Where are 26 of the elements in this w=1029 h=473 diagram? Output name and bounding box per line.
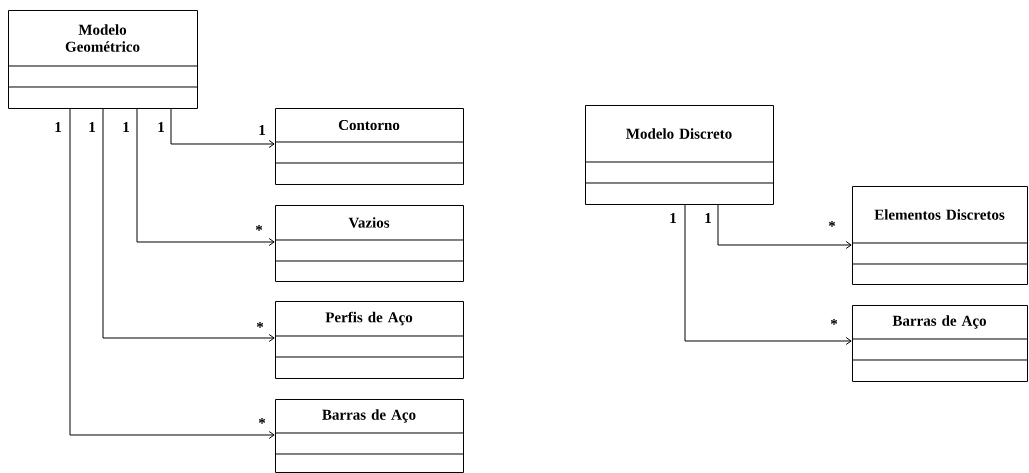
class-box: Perfis de Aço [274,301,464,379]
multiplicity-label: * [828,221,836,227]
multiplicity-label: 1 [259,125,265,135]
multiplicity-label: 1 [55,122,61,132]
class-box: Contorno [274,108,464,185]
class-box: Barras de Aço [851,305,1028,382]
multiplicity-label: * [255,225,263,231]
association-arrow [136,108,275,246]
association-arrow [69,108,275,439]
multiplicity-label: * [256,322,264,328]
class-box: Vazios [274,205,464,282]
association-arrow [717,204,852,249]
class-box: Barras de Aço [274,399,464,473]
multiplicity-label: 1 [89,122,95,132]
multiplicity-label: 1 [670,213,676,223]
association-arrow [170,108,275,148]
association-arrow [684,204,852,345]
class-box: Elementos Discretos [851,186,1028,285]
multiplicity-label: * [830,319,838,325]
class-box: Modelo Discreto [584,105,774,205]
multiplicity-label: 1 [158,122,164,132]
association-arrow [102,108,275,342]
class-box: Modelo Geométrico [7,10,198,109]
multiplicity-label: * [258,418,266,424]
multiplicity-label: 1 [123,122,129,132]
multiplicity-label: 1 [705,213,711,223]
